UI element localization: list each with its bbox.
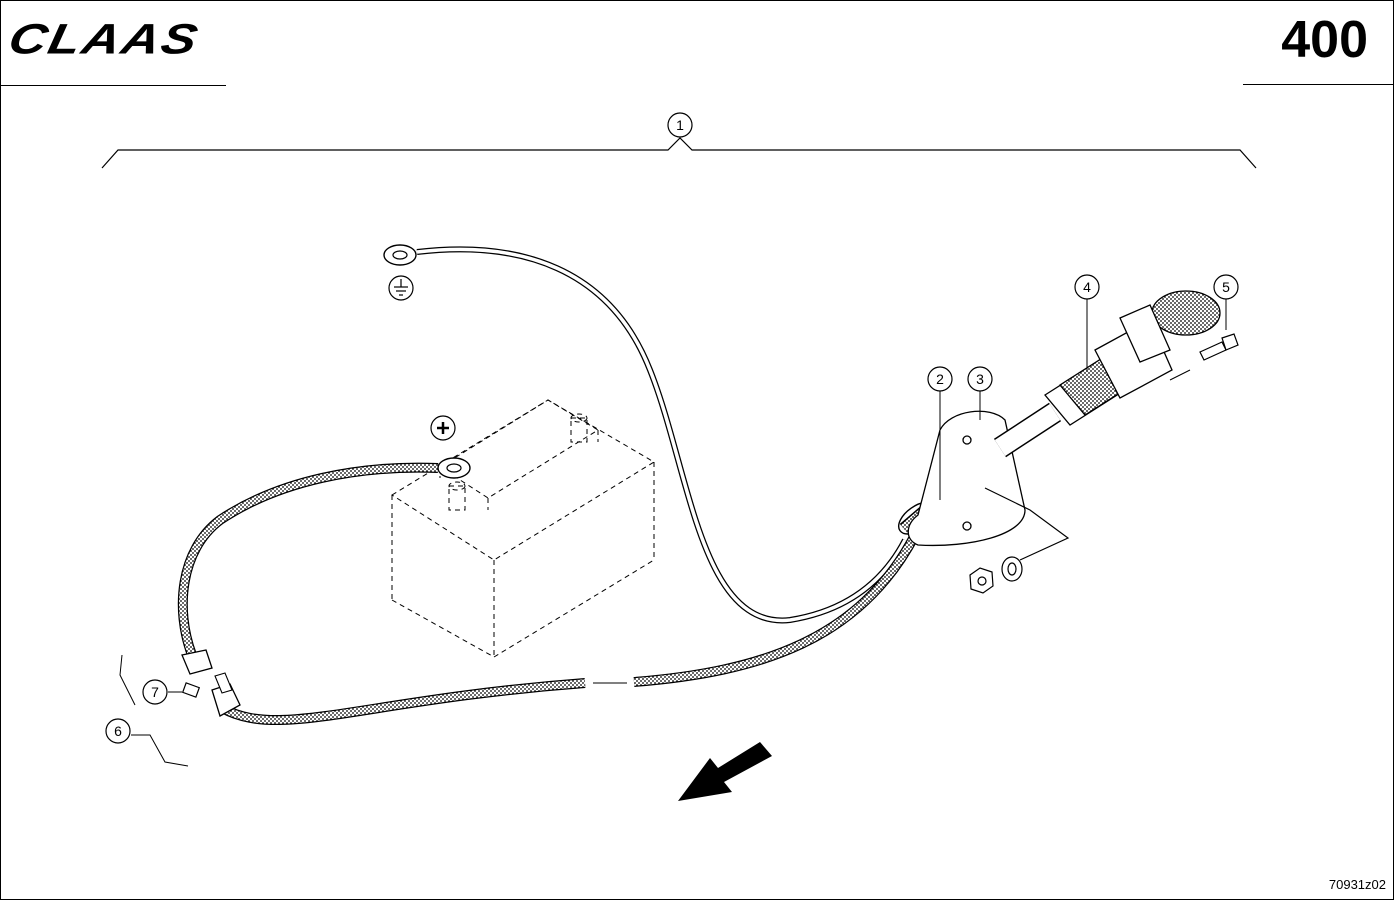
callout-5: 5 <box>1213 274 1239 300</box>
page-number-underline <box>1243 84 1394 85</box>
svg-text:2: 2 <box>936 371 944 387</box>
svg-text:6: 6 <box>114 723 122 739</box>
nut-and-washer <box>969 487 1070 594</box>
callout-1: 1 <box>667 112 693 138</box>
battery-outline <box>391 399 655 658</box>
positive-cable <box>177 457 471 675</box>
svg-text:3: 3 <box>976 371 984 387</box>
socket-cable <box>993 402 1062 458</box>
svg-text:5: 5 <box>1222 279 1230 295</box>
callout-7: 7 <box>142 679 168 705</box>
arrow-icon <box>678 742 772 801</box>
logo-underline <box>0 85 226 86</box>
connecting-cable <box>211 532 920 725</box>
svg-text:4: 4 <box>1083 279 1091 295</box>
ground-cable <box>383 244 908 624</box>
bolt-leader <box>1169 369 1191 381</box>
callout-4: 4 <box>1074 274 1100 300</box>
item-6-leader <box>119 654 189 767</box>
callout-leaders <box>168 299 1227 693</box>
connector-pin <box>181 682 201 698</box>
callout-6: 6 <box>105 718 131 744</box>
callout-3: 3 <box>967 366 993 392</box>
callout-2: 2 <box>927 366 953 392</box>
trailer-socket <box>1044 290 1221 426</box>
svg-text:1: 1 <box>676 117 684 133</box>
ground-icon <box>388 275 414 301</box>
bolt <box>1199 333 1239 361</box>
page-number: 400 <box>1281 11 1368 69</box>
assembly-bracket <box>101 137 1257 169</box>
svg-text:7: 7 <box>151 684 159 700</box>
mounting-plate <box>907 410 1026 547</box>
drawing-number: 70931z02 <box>1328 877 1386 892</box>
plus-icon <box>430 415 456 441</box>
